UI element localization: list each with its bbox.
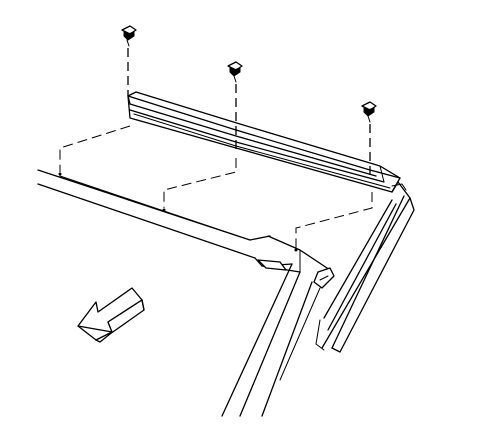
windshield-pillar [221,263,321,417]
screw-icon [121,25,137,47]
screw-icon [227,61,243,83]
screw-icon [361,101,377,123]
alignment-leaders [58,125,373,252]
screw-right [361,101,377,176]
screw-left [121,25,137,96]
side-pillar-trim [315,181,415,353]
pinch-weld-flange [254,235,335,289]
screw-middle [227,61,243,152]
front-arrow-icon [77,287,145,343]
roof-panel [37,169,271,259]
